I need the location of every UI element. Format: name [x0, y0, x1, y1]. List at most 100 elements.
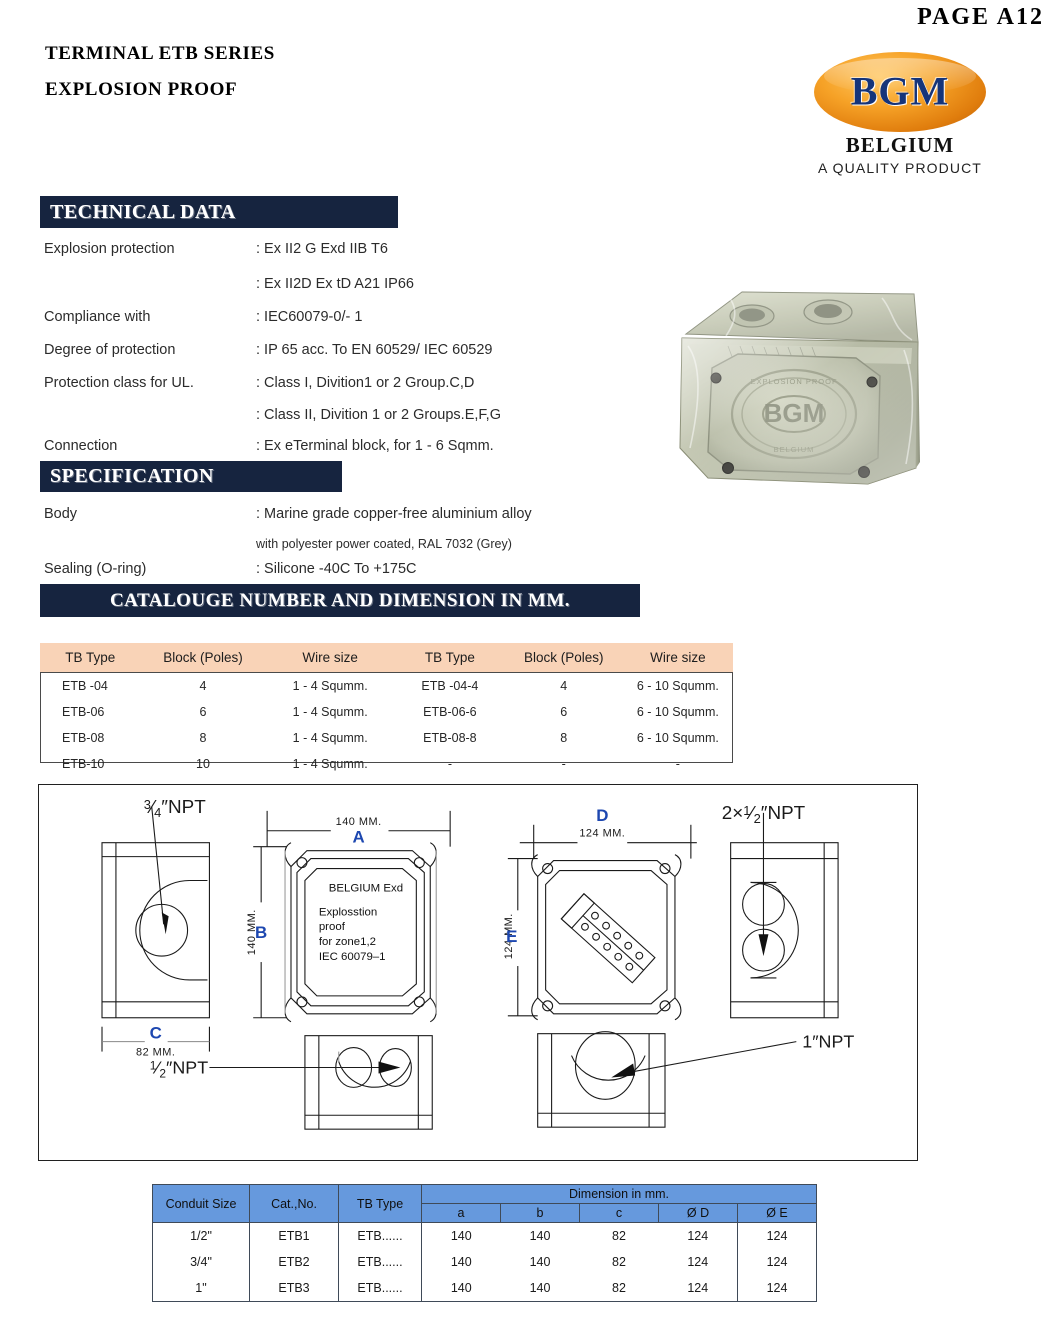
logo-country-text: BELGIUM — [845, 133, 955, 157]
specification-row-value: with polyester power coated, RAL 7032 (G… — [256, 537, 512, 551]
dim-cell-conduit: 1" — [152, 1275, 250, 1302]
bgm-logo: BGM BELGIUM A QUALITY PRODUCT — [806, 52, 994, 176]
tb-cell: 6 — [560, 705, 568, 719]
svg-text:140 MM.: 140 MM. — [336, 816, 382, 828]
dim-cell-tb: ETB...... — [338, 1222, 422, 1249]
dimension-table-header-row-2: a b c Ø D Ø E — [153, 1203, 817, 1223]
technical-row-label: Explosion protection — [44, 241, 175, 257]
document-title-line-1: TERMINAL ETB SERIES — [45, 43, 275, 64]
product-photo: BGM EXPLOSION PROOF BELGIUM — [668, 272, 940, 504]
tb-cell: 10 — [196, 757, 210, 771]
tb-cell: 6 - 10 Squmm. — [636, 679, 719, 693]
dim-cell-d: 124 — [687, 1255, 709, 1269]
tb-cell: - — [561, 757, 566, 771]
dim-cell-c: 82 — [612, 1255, 626, 1269]
technical-row: Connection : Ex eTerminal block, for 1 - … — [44, 436, 664, 456]
table-row: ETB-08 8 1 - 4 Squmm. ETB-08-8 8 6 - 10 … — [40, 725, 733, 751]
dim-cell-a: 140 — [421, 1275, 501, 1302]
tb-col-type-2: TB Type — [395, 643, 505, 673]
specification-row-value: : Marine grade copper-free aluminium all… — [256, 506, 532, 522]
svg-text:for zone1,2: for zone1,2 — [319, 936, 376, 948]
dim-cell-d: 124 — [687, 1229, 709, 1243]
dim-cell-tb: ETB...... — [338, 1275, 422, 1302]
dim-col-dimension-group: Dimension in mm. — [421, 1184, 817, 1204]
table-row: 1/2" ETB1 ETB...... 140 140 82 124 124 — [152, 1222, 817, 1249]
technical-row-label: Compliance with — [44, 309, 151, 325]
svg-text:Explosstion: Explosstion — [319, 906, 377, 918]
technical-data-section-header: TECHNICAL DATA — [40, 196, 398, 228]
technical-row-value: : Ex eTerminal block, for 1 - 6 Sqmm. — [256, 438, 494, 454]
technical-row: Explosion protection : Ex II2 G Exd IIB T… — [44, 239, 664, 259]
svg-text:A: A — [353, 828, 365, 847]
tb-col-wire-1: Wire size — [265, 643, 396, 673]
tb-cell: ETB-08-8 — [423, 731, 477, 745]
tb-cell: 1 - 4 Squmm. — [292, 757, 368, 771]
svg-text:124 MM.: 124 MM. — [579, 828, 625, 840]
tb-cell: 6 - 10 Squmm. — [636, 731, 719, 745]
dim-cell-e: 124 — [737, 1222, 817, 1249]
dim-cell-tb: ETB...... — [338, 1249, 422, 1275]
dim-cell-d: 124 — [658, 1275, 738, 1302]
logo-brand-text: BGM — [850, 68, 950, 114]
table-row: 1" ETB3 ETB...... 140 140 82 124 124 — [152, 1275, 817, 1302]
dim-cell-b: 140 — [529, 1255, 551, 1269]
tb-cell: 8 — [199, 731, 207, 745]
page-number-label: PAGE A12 — [917, 4, 1044, 30]
tb-cell: ETB-10 — [62, 757, 105, 771]
svg-text:E: E — [506, 927, 517, 946]
svg-text:BELGIUM Exd: BELGIUM Exd — [329, 882, 403, 894]
dimension-table-header-row-1: Conduit Size Cat.,No. TB Type Dimension … — [152, 1184, 817, 1223]
dim-cell-c: 82 — [612, 1229, 626, 1243]
logo-tagline-text: A QUALITY PRODUCT — [818, 160, 982, 176]
tb-cell: ETB-06 — [62, 705, 105, 719]
dim-subcol-c: c — [579, 1203, 659, 1223]
tb-col-poles-1: Block (Poles) — [140, 643, 266, 673]
logo-ellipse-shape: BGM — [814, 52, 986, 132]
technical-row-label: Connection — [44, 438, 118, 454]
dim-cell-c: 82 — [579, 1275, 659, 1302]
svg-text:2×1⁄2″NPT: 2×1⁄2″NPT — [722, 803, 806, 826]
specification-row: Sealing (O-ring) : Silicone -40C To +175C — [44, 559, 664, 579]
document-title: TERMINAL ETB SERIES EXPLOSION PROOF — [45, 36, 275, 108]
svg-text:1⁄2″NPT: 1⁄2″NPT — [150, 1057, 208, 1080]
dim-cell-conduit: 3/4" — [152, 1249, 250, 1275]
table-row: ETB-06 6 1 - 4 Squmm. ETB-06-6 6 6 - 10 … — [40, 699, 733, 725]
dim-cell-b: 140 — [500, 1275, 580, 1302]
svg-text:140 MM.: 140 MM. — [246, 909, 258, 955]
document-title-line-2: EXPLOSION PROOF — [45, 79, 238, 100]
tb-type-table: TB Type Block (Poles) Wire size TB Type … — [40, 643, 733, 777]
tb-cell: - — [675, 757, 680, 771]
tb-cell: ETB -04-4 — [421, 679, 479, 693]
technical-row-value: : Class II, Divition 1 or 2 Groups.E,F,G — [256, 407, 501, 423]
technical-row-label: Protection class for UL. — [44, 375, 194, 391]
svg-text:IEC 60079–1: IEC 60079–1 — [319, 951, 386, 963]
technical-row: : Ex II2D Ex tD A21 IP66 — [44, 274, 664, 294]
technical-row-value: : IEC60079-0/- 1 — [256, 309, 363, 325]
table-row: 3/4" ETB2 ETB...... 140 140 82 124 124 — [152, 1249, 817, 1275]
svg-text:82 MM.: 82 MM. — [136, 1047, 175, 1059]
technical-row-value: : Ex II2D Ex tD A21 IP66 — [256, 276, 414, 292]
tb-cell: ETB-08 — [62, 731, 105, 745]
tb-col-wire-2: Wire size — [622, 643, 733, 673]
tb-col-poles-2: Block (Poles) — [504, 643, 623, 673]
tb-cell: 8 — [560, 731, 568, 745]
dim-subcol-e: Ø E — [737, 1203, 817, 1223]
tb-cell: 6 - 10 Squmm. — [636, 705, 719, 719]
technical-row: Degree of protection: IP 65 acc. To EN 6… — [44, 340, 664, 360]
specification-row-value: : Silicone -40C To +175C — [256, 561, 417, 577]
technical-row-value: : Class I, Divition1 or 2 Group.C,D — [256, 375, 475, 391]
svg-text:proof: proof — [319, 921, 346, 933]
tb-cell: 1 - 4 Squmm. — [292, 679, 368, 693]
dim-cell-cat: ETB3 — [249, 1275, 339, 1302]
dim-col-conduit-size: Conduit Size — [152, 1184, 250, 1223]
technical-row-label: Degree of protection — [44, 342, 176, 358]
technical-drawing-panel: 3⁄4″NPT 2×1⁄2″NPT 1⁄2″NPT 1″NPT 140 MM. … — [38, 784, 918, 1161]
dim-cell-conduit: 1/2" — [152, 1222, 250, 1249]
tb-cell: 1 - 4 Squmm. — [292, 731, 368, 745]
dim-subcol-a: a — [421, 1203, 501, 1223]
technical-row: Compliance with : IEC60079-0/- 1 — [44, 307, 664, 327]
technical-row: Protection class for UL. : Class I, Divit… — [44, 373, 664, 393]
technical-row-value: : Ex II2 G Exd IIB T6 — [256, 241, 388, 257]
tb-cell: 6 — [199, 705, 207, 719]
specification-row-label: Sealing (O-ring) — [44, 561, 147, 577]
